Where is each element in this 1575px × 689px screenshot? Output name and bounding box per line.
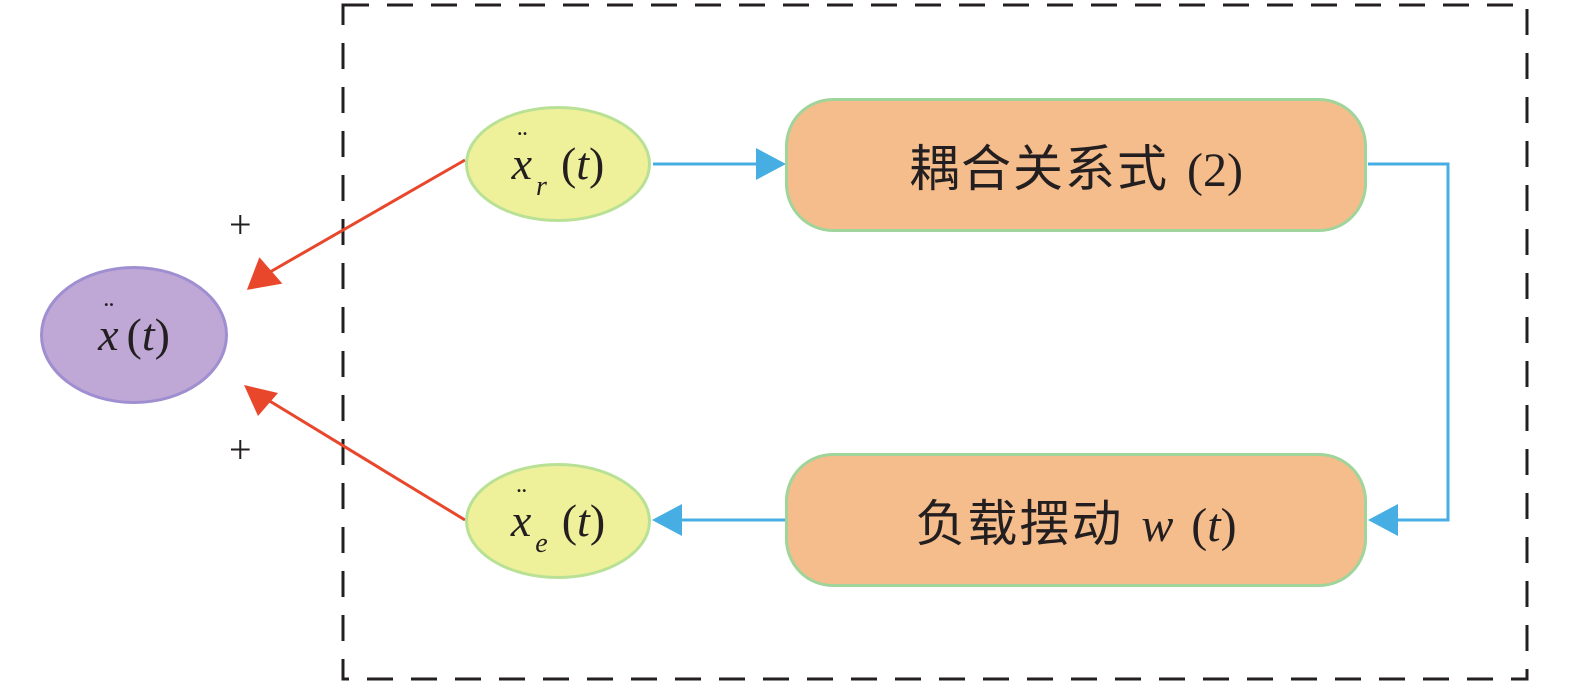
label-x-total: ¨x (t)	[98, 298, 170, 360]
symbol-x: x	[511, 138, 533, 189]
arrowhead-xr-to-x	[246, 257, 283, 290]
arrow-coupling-to-swing	[1368, 162, 1450, 522]
paren-open: (	[1191, 499, 1208, 552]
node-x-r: ¨x r (t)	[465, 106, 651, 222]
paren-close: )	[589, 495, 606, 546]
arg-t: t	[577, 495, 590, 546]
arg-t: t	[576, 138, 590, 189]
swing-text: 负载摆动	[915, 495, 1124, 553]
paren-close: )	[1220, 499, 1237, 552]
arrowhead-coupling-to-swing	[1368, 504, 1398, 536]
arrowhead-swing-to-xe	[652, 504, 682, 536]
double-dot: ¨	[517, 125, 529, 158]
arg-t: t	[141, 309, 155, 360]
paren-open: (	[560, 138, 577, 189]
arrow-xr-to-x	[269, 158, 466, 274]
arrow-xe-to-x	[267, 398, 466, 522]
label-coupling-relation: 耦合关系式 (2)	[909, 129, 1243, 201]
equation-ref: (2)	[1186, 144, 1243, 197]
plus-sign-top: +	[229, 202, 252, 247]
double-dot: ¨	[103, 296, 115, 329]
node-x-e: ¨x e (t)	[465, 463, 651, 579]
label-load-swing: 负载摆动 w (t)	[915, 484, 1236, 556]
double-dot: ¨	[516, 482, 528, 515]
paren-close: )	[589, 138, 605, 189]
var-w: w	[1141, 499, 1174, 552]
arrowhead-xr-to-coupling	[756, 148, 786, 180]
paren-open: (	[561, 495, 578, 546]
node-x-total: ¨x (t)	[40, 266, 228, 404]
plus-sign-bottom: +	[229, 427, 252, 472]
symbol-x: x	[98, 309, 119, 360]
arrowhead-xe-to-x	[244, 385, 278, 416]
node-load-swing: 负载摆动 w (t)	[785, 453, 1367, 587]
subscript-r: r	[536, 171, 547, 202]
subscript-e: e	[535, 528, 548, 559]
label-x-e: ¨x e (t)	[510, 484, 606, 558]
dashed-boundary	[341, 3, 1529, 681]
node-coupling-relation: 耦合关系式 (2)	[785, 98, 1367, 232]
coupling-text: 耦合关系式	[909, 140, 1170, 198]
symbol-x: x	[510, 495, 532, 546]
arg-t: t	[1207, 499, 1221, 552]
paren-open: (	[126, 309, 142, 360]
label-x-r: ¨x r (t)	[511, 127, 605, 201]
paren-close: )	[154, 309, 170, 360]
